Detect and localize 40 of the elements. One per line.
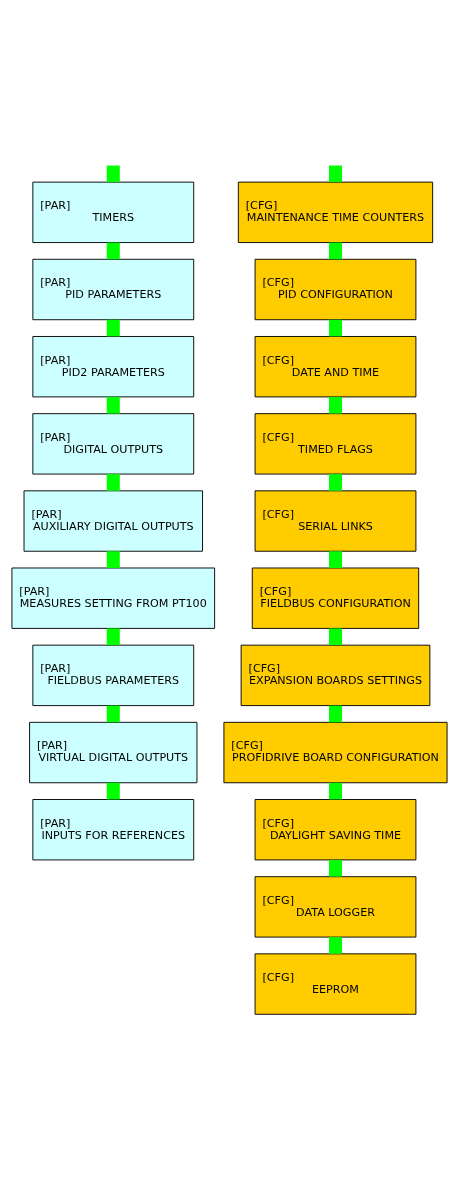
connector: [106, 242, 120, 259]
connector: [106, 705, 120, 722]
connector: [329, 319, 342, 336]
node-box: [CFG] DAYLIGHT SAVING TIME: [254, 798, 417, 860]
node-box: [CFG] PROFIDRIVE BOARD CONFIGURATION: [223, 721, 448, 783]
connector: [106, 782, 120, 799]
connector: [106, 550, 120, 568]
node-box: [PAR] MEASURES SETTING FROM PT100: [11, 567, 216, 629]
node-box: [PAR] DIGITAL OUTPUTS: [32, 412, 195, 475]
node-box: [CFG] EEPROM: [254, 952, 417, 1015]
node-box: [CFG] PID CONFIGURATION: [254, 258, 417, 320]
connector: [329, 782, 342, 799]
node-box: [CFG] DATA LOGGER: [254, 875, 417, 938]
node-box: [PAR] VIRTUAL DIGITAL OUTPUTS: [29, 721, 198, 783]
node-box: [PAR] AUXILIARY DIGITAL OUTPUTS: [23, 489, 203, 552]
node-box: [CFG] SERIAL LINKS: [254, 489, 417, 552]
connector: [106, 165, 120, 182]
connector: [329, 627, 342, 645]
connector: [329, 936, 342, 954]
connector: [329, 859, 342, 877]
node-box: [PAR] INPUTS FOR REFERENCES: [32, 798, 195, 860]
connector: [106, 627, 120, 645]
node-box: [PAR] PID2 PARAMETERS: [32, 335, 195, 397]
node-box: [PAR] TIMERS: [32, 181, 195, 243]
connector: [106, 396, 120, 414]
node-box: [PAR] FIELDBUS PARAMETERS: [32, 644, 195, 706]
connector: [329, 165, 342, 182]
connector: [329, 242, 342, 259]
node-box: [PAR] PID PARAMETERS: [32, 258, 195, 320]
connector: [106, 319, 120, 336]
node-box: [CFG] TIMED FLAGS: [254, 412, 417, 475]
connector: [329, 396, 342, 414]
connector: [106, 473, 120, 491]
node-box: [CFG] FIELDBUS CONFIGURATION: [251, 567, 420, 629]
node-box: [CFG] MAINTENANCE TIME COUNTERS: [237, 181, 434, 243]
connector: [329, 473, 342, 491]
connector: [329, 705, 342, 722]
connector: [329, 550, 342, 568]
node-box: [CFG] DATE AND TIME: [254, 335, 417, 397]
node-box: [CFG] EXPANSION BOARDS SETTINGS: [240, 644, 431, 706]
